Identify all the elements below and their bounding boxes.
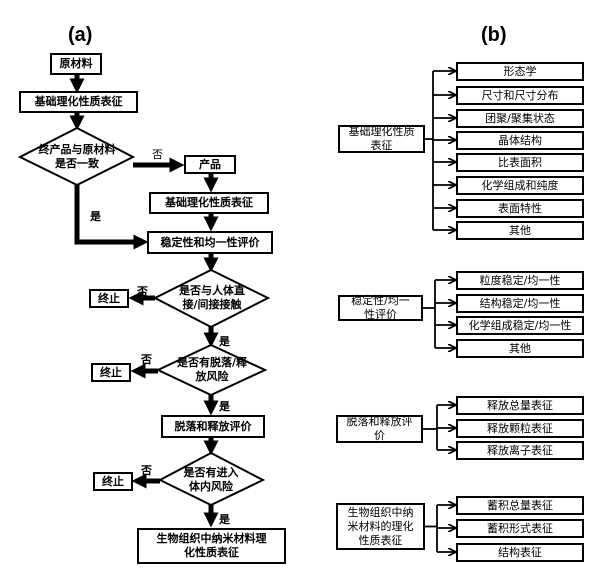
no-label: 否: [152, 148, 163, 161]
category-source-box: 稳定性/均一性评价: [338, 294, 423, 321]
category-item-box: 晶体结构: [456, 131, 584, 150]
terminate-box: 终止: [93, 472, 133, 491]
flow-arrows: [69, 75, 219, 528]
category-item-box: 表面特性: [456, 199, 584, 218]
category-item-box: 其他: [456, 221, 584, 240]
no-label: 否: [141, 464, 152, 477]
category-item-box: 蓄积总量表征: [456, 496, 584, 515]
decision-consistent: 终产品与原材料是否一致: [38, 143, 116, 170]
category-source-box: 基础理化性质表征: [338, 125, 425, 153]
raw-material-box: 原材料: [50, 53, 102, 75]
decision-entry: 是否有进入体内风险: [183, 466, 239, 493]
product-box: 产品: [184, 155, 236, 174]
decision-diamonds: [17, 126, 271, 507]
category-item-box: 团聚/聚集状态: [456, 109, 584, 128]
category-source-box: 生物组织中纳米材料的理化性质表征: [336, 503, 425, 550]
no-label: 否: [137, 285, 148, 298]
yes-label: 是: [219, 513, 230, 526]
category-item-box: 结构表征: [456, 543, 584, 562]
category-item-box: 形态学: [456, 62, 584, 81]
basic-characterization-box: 基础理化性质表征: [19, 91, 138, 113]
decision-release: 是否有脱落/释放风险: [176, 356, 248, 383]
category-item-box: 比表面积: [456, 153, 584, 172]
stability-evaluation-box: 稳定性和均一性评价: [147, 231, 273, 254]
category-item-box: 化学组成稳定/均一性: [456, 316, 584, 335]
category-item-box: 释放离子表征: [456, 441, 584, 460]
category-item-box: 其他: [456, 339, 584, 358]
basic-characterization-box-2: 基础理化性质表征: [149, 192, 269, 214]
yes-label: 是: [219, 335, 230, 348]
no-label: 否: [141, 353, 152, 366]
category-item-box: 蓄积形式表征: [456, 519, 584, 538]
panel-a-label: (a): [68, 24, 93, 46]
final-characterization-box: 生物组织中纳米材料理化性质表征: [137, 528, 286, 564]
category-item-box: 粒度稳定/均一性: [456, 271, 584, 290]
decision-contact: 是否与人体直接/间接接触: [179, 284, 245, 311]
yes-label: 是: [90, 210, 101, 223]
yes-label: 是: [219, 400, 230, 413]
terminate-box: 终止: [89, 289, 129, 308]
category-item-box: 释放总量表征: [456, 396, 584, 415]
category-item-box: 化学组成和纯度: [456, 176, 584, 195]
category-item-box: 释放颗粒表征: [456, 419, 584, 438]
category-item-box: 尺寸和尺寸分布: [456, 86, 584, 105]
release-evaluation-box: 脱落和释放评价: [161, 415, 265, 438]
panel-b-label: (b): [481, 24, 507, 46]
category-item-box: 结构稳定/均一性: [456, 294, 584, 313]
category-source-box: 脱落和释放评价: [336, 415, 423, 443]
terminate-box: 终止: [91, 363, 131, 382]
